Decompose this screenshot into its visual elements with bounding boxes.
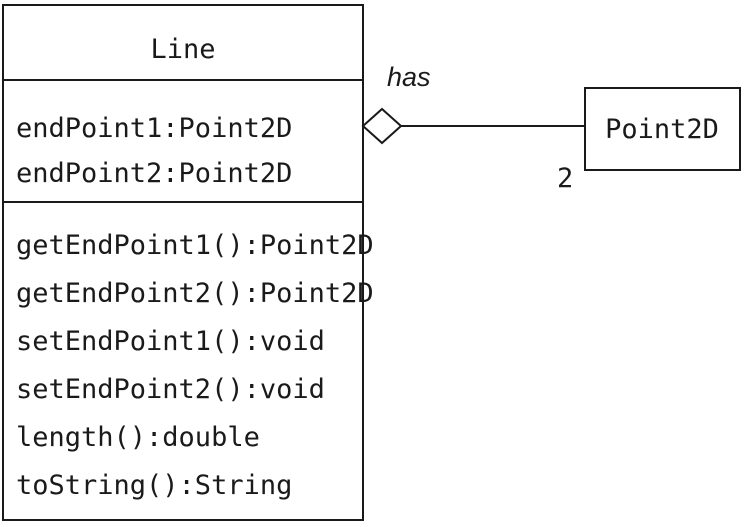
attribute-endpoint2: endPoint2:Point2D: [16, 158, 292, 189]
operation-get-endpoint2: getEndPoint2():Point2D: [16, 278, 374, 309]
operation-to-string: toString():String: [16, 470, 292, 501]
aggregation-association: has 2: [361, 62, 585, 194]
line-class-box: [2, 4, 364, 521]
point2d-class: Point2D: [584, 87, 741, 171]
attribute-endpoint1: endPoint1:Point2D: [16, 113, 292, 144]
operation-set-endpoint1: setEndPoint1():void: [16, 326, 325, 357]
aggregation-diamond-icon: [361, 107, 403, 145]
operation-set-endpoint2: setEndPoint2():void: [16, 374, 325, 405]
line-class-operations: getEndPoint1():Point2D getEndPoint2():Po…: [16, 230, 374, 501]
line-class: Line endPoint1:Point2D endPoint2:Point2D…: [2, 4, 374, 521]
association-label: has: [387, 62, 431, 92]
point2d-class-name: Point2D: [605, 114, 719, 145]
association-multiplicity: 2: [557, 163, 573, 194]
line-class-name: Line: [150, 34, 215, 65]
point2d-class-box: [584, 87, 741, 171]
operation-get-endpoint1: getEndPoint1():Point2D: [16, 230, 374, 261]
operation-length: length():double: [16, 422, 260, 453]
line-class-attributes: endPoint1:Point2D endPoint2:Point2D: [16, 113, 292, 189]
